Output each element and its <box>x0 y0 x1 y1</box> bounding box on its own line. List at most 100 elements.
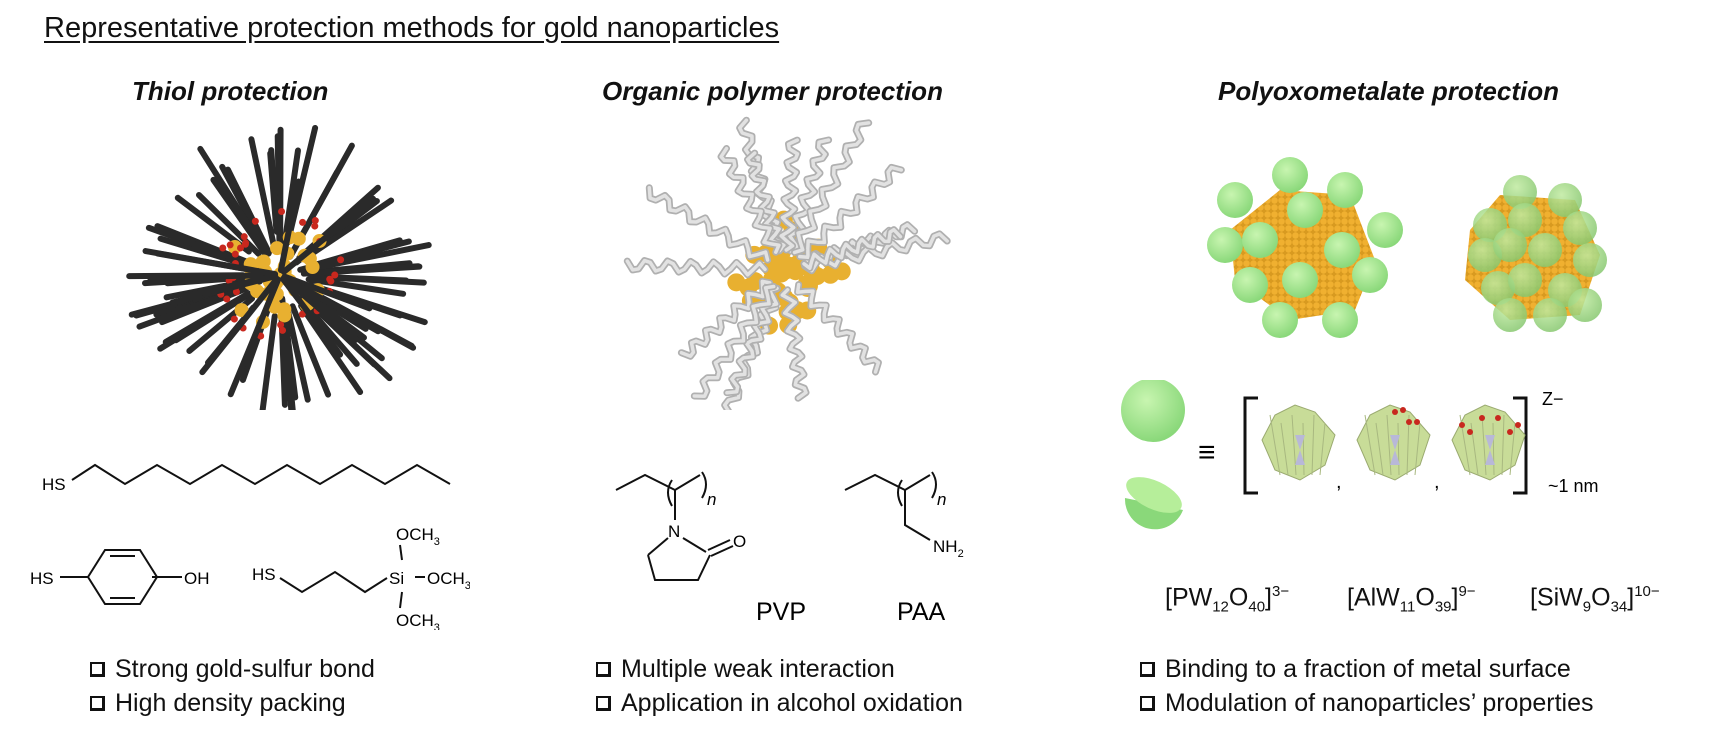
sulfur-atom <box>226 241 234 249</box>
sulfur-atom <box>298 310 306 318</box>
sulfur-atom <box>311 217 319 225</box>
bullet-item: High density packing <box>90 686 375 720</box>
thiol-chain <box>227 276 282 398</box>
thiol-chain <box>302 197 395 262</box>
bullet-item: Modulation of nanoparticles’ properties <box>1140 686 1594 720</box>
thiol-chain <box>165 272 279 281</box>
svg-text:HS: HS <box>252 565 276 584</box>
pom-sphere <box>1287 192 1323 228</box>
pom-sphere <box>1327 172 1363 208</box>
svg-text:n: n <box>937 490 946 509</box>
gold-atom <box>291 231 306 246</box>
polymer-chains <box>623 116 951 410</box>
thiol-molecules: HS HS OH HS Si OCH3 OCH3 OCH3 <box>30 463 470 630</box>
thiol-chain <box>281 311 299 401</box>
bullet-item: Multiple weak interaction <box>596 652 963 686</box>
thiol-chain <box>289 303 332 398</box>
svg-text:OCH3: OCH3 <box>396 611 440 630</box>
svg-text:≡: ≡ <box>1198 436 1216 469</box>
sulfur-atom <box>331 271 339 279</box>
thiol-chain <box>197 145 270 257</box>
sulfur-atom <box>219 244 227 252</box>
sulfur-atom <box>232 288 240 296</box>
pom-particle-1 <box>1207 157 1403 338</box>
sulfur-atom <box>279 326 287 334</box>
oxygen-atom <box>1515 422 1521 428</box>
pom-legend: ≡ , , Z− ~1 nm <box>1121 380 1599 530</box>
hs-label: HS <box>42 475 66 494</box>
thiol-chain <box>259 313 278 410</box>
pom-sphere <box>1508 263 1542 297</box>
mercaptophenol <box>60 549 182 605</box>
pom-structure <box>1451 404 1526 481</box>
thiol-chain <box>224 166 272 256</box>
thiol-chain <box>305 276 407 297</box>
gold-atom <box>270 241 285 256</box>
sulfur-atom <box>311 222 319 230</box>
paa-label: PAA <box>897 598 945 620</box>
pom-sphere <box>1493 228 1527 262</box>
polymer-bullets: Multiple weak interaction Application in… <box>596 652 963 720</box>
pom-sphere <box>1207 227 1243 263</box>
checkbox-icon <box>1140 695 1155 711</box>
svg-text:NH2: NH2 <box>933 537 964 560</box>
svg-text:OH: OH <box>184 569 210 588</box>
bullet-item: Strong gold-sulfur bond <box>90 652 375 686</box>
pom-halfsphere-icon <box>1124 498 1183 530</box>
svg-text:n: n <box>707 490 716 509</box>
pom-sphere <box>1262 302 1298 338</box>
thiol-chain <box>280 195 377 275</box>
sulfur-atom <box>223 295 231 303</box>
oxygen-atom <box>1495 415 1501 421</box>
pom-sphere <box>1324 232 1360 268</box>
thiol-chain <box>162 290 251 345</box>
pom-sphere <box>1548 183 1582 217</box>
oxygen-atom <box>1479 415 1485 421</box>
pom-sphere <box>1242 222 1278 258</box>
sulfur-atom <box>337 256 345 264</box>
pom-nanoparticles-illustration <box>1207 157 1607 338</box>
thiol-chain <box>199 275 280 376</box>
pom-sphere-icon <box>1121 380 1185 442</box>
sulfur-atom <box>251 217 259 225</box>
oxygen-atom <box>1459 422 1465 428</box>
thiol-chain <box>145 224 255 268</box>
thiol-chain <box>300 263 423 277</box>
thiol-nanoparticle-illustration <box>126 124 432 410</box>
pom-sphere <box>1272 157 1308 193</box>
gold-atom <box>234 303 249 318</box>
svg-text:N: N <box>668 522 680 541</box>
oxygen-atom <box>1400 407 1406 413</box>
sulfur-atom <box>299 218 307 226</box>
thiol-chain <box>317 242 432 270</box>
left-bracket <box>1243 396 1258 495</box>
oxygen-atom <box>1414 419 1420 425</box>
pom-sphere <box>1508 203 1542 237</box>
oxygen-atom <box>1406 419 1412 425</box>
pom-sphere <box>1481 271 1515 305</box>
thiol-chain <box>280 275 344 358</box>
sulfur-atom <box>231 250 239 258</box>
dodecanethiol <box>71 463 451 486</box>
pom-sphere <box>1322 302 1358 338</box>
thiol-chain <box>281 273 373 312</box>
pom-sphere <box>1282 262 1318 298</box>
checkbox-icon <box>90 661 105 677</box>
figure-title: Representative protection methods for go… <box>44 12 780 44</box>
charge-label: Z− <box>1542 389 1564 409</box>
thiol-chain <box>281 274 367 341</box>
checkbox-icon <box>90 695 105 711</box>
svg-text:HS: HS <box>30 569 54 588</box>
checkbox-icon <box>1140 661 1155 677</box>
svg-text:Si: Si <box>389 569 404 588</box>
polymer-structures: N O n n NH2 PVP PAA <box>615 471 964 620</box>
pom-sphere <box>1533 298 1567 332</box>
thiol-chain <box>142 248 279 278</box>
svg-text:,: , <box>1336 471 1342 493</box>
pom-sphere <box>1217 182 1253 218</box>
checkbox-icon <box>596 661 611 677</box>
oxygen-atom <box>1507 429 1513 435</box>
sulfur-atom <box>326 275 334 283</box>
formula-pw12: [PW12O40]3− <box>1165 583 1290 616</box>
sulfur-atom <box>241 240 249 248</box>
